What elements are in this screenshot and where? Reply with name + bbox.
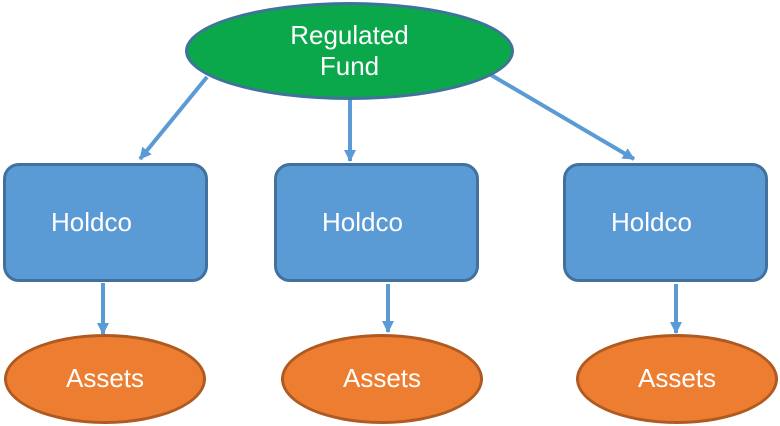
regulated-fund-node: Regulated Fund — [185, 2, 514, 100]
arrow-fund-to-holdco-left — [138, 75, 209, 161]
holdco-label: Holdco — [51, 206, 132, 237]
assets-label: Assets — [65, 363, 145, 394]
holdco-node-middle: Holdco — [274, 163, 479, 282]
assets-label: Assets — [342, 363, 422, 394]
holdco-label: Holdco — [322, 206, 403, 237]
holdco-node-right: Holdco — [563, 163, 768, 282]
assets-label: Assets — [637, 363, 717, 394]
regulated-fund-label: Regulated Fund — [290, 19, 409, 81]
assets-node-middle: Assets — [281, 334, 483, 424]
holdco-node-left: Holdco — [3, 163, 208, 282]
holdco-label: Holdco — [611, 206, 692, 237]
assets-node-right: Assets — [576, 334, 778, 424]
arrow-fund-to-holdco-right — [489, 73, 636, 161]
assets-node-left: Assets — [4, 334, 206, 424]
